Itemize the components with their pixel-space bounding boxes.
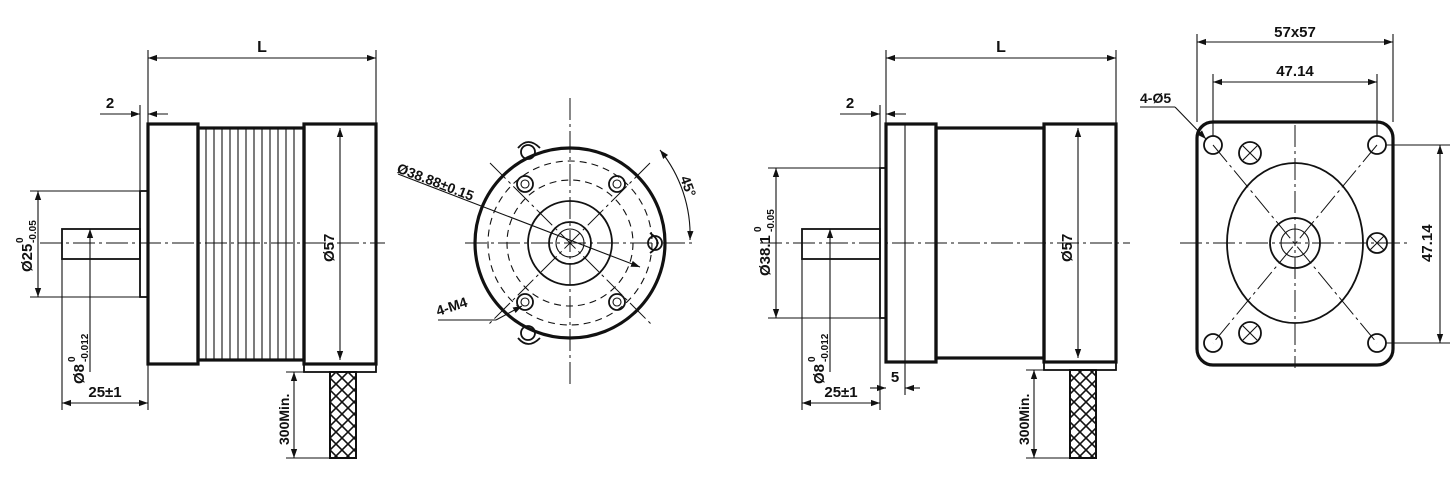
front-end-cap — [146, 122, 200, 366]
tapped-holes-label: 4-M4 — [434, 294, 469, 319]
cooling-fins — [205, 128, 295, 360]
flange-thickness-label: 2 — [106, 95, 114, 112]
svg-text:Ø25: Ø25 — [19, 244, 36, 272]
shaft-dia-text: Ø8 0 -0.012 — [807, 333, 831, 384]
side-view-2: L 2 Ø38.1 0 -0.05 Ø8 0 -0.012 25±1 5 — [753, 39, 1130, 459]
bolt-circle-label: Ø38.88±0.15 — [395, 160, 476, 204]
shaft-length-label: 25±1 — [88, 384, 121, 401]
svg-text:-0.012: -0.012 — [80, 333, 91, 362]
svg-text:0: 0 — [15, 237, 26, 243]
screw-heads — [1238, 141, 1388, 345]
hole-spacing-h-label: 47.14 — [1276, 63, 1314, 80]
pilot-outline — [1226, 162, 1364, 324]
svg-text:Ø8: Ø8 — [71, 364, 88, 384]
tapped-holes — [516, 175, 626, 311]
svg-text:0: 0 — [807, 356, 818, 362]
pilot-dia-text: Ø38.1 0 -0.05 — [753, 209, 777, 276]
svg-text:-0.05: -0.05 — [28, 220, 39, 243]
shaft-dia-text: Ø8 0 -0.012 — [67, 333, 91, 384]
lead-wire — [329, 371, 357, 459]
mounting-circle — [487, 160, 653, 326]
shaft — [61, 228, 141, 260]
pilot-height-label: 5 — [891, 369, 899, 386]
length-label: L — [257, 39, 267, 56]
svg-text:0: 0 — [753, 226, 764, 232]
body-dia-label: Ø57 — [1059, 234, 1076, 262]
side-view-1: L 2 Ø25 0 -0.05 Ø8 0 -0.012 25±1 Ø57 — [15, 39, 385, 459]
hole-spacing-v-label: 47.14 — [1419, 224, 1436, 262]
hole-angle-label: 45° — [677, 174, 699, 199]
svg-text:-0.05: -0.05 — [766, 209, 777, 232]
pilot-dia-text: Ø25 0 -0.05 — [15, 220, 39, 272]
lead-length-label: 300Min. — [276, 394, 292, 445]
svg-text:-0.012: -0.012 — [820, 333, 831, 362]
shaft-end — [1280, 228, 1310, 258]
pilot-outline — [527, 200, 613, 286]
angle-arc — [659, 149, 694, 241]
shaft — [801, 228, 881, 260]
through-screws — [517, 141, 663, 345]
svg-text:Ø38.1: Ø38.1 — [757, 235, 774, 276]
svg-text:Ø8: Ø8 — [811, 364, 828, 384]
front-view-2: 57x57 47.14 47.14 4-Ø5 — [1140, 24, 1450, 368]
svg-text:0: 0 — [67, 356, 78, 362]
front-view-1: Ø38.88±0.15 45° 4-M4 — [395, 98, 699, 385]
housing-outline — [473, 146, 667, 340]
lead-wire — [1069, 369, 1097, 459]
mount-holes-label: 4-Ø5 — [1140, 90, 1171, 106]
shaft-length-label: 25±1 — [824, 384, 857, 401]
body-dia-label: Ø57 — [321, 234, 338, 262]
bolt-circle — [506, 179, 634, 307]
length-label: L — [996, 39, 1006, 56]
bearing-ring — [1269, 217, 1321, 269]
square-flange — [1195, 120, 1395, 367]
flange-size-label: 57x57 — [1274, 24, 1316, 41]
bearing-ring — [548, 221, 592, 265]
flange-thickness-label: 2 — [846, 95, 854, 112]
lead-length-label: 300Min. — [1016, 394, 1032, 445]
shaft-end — [555, 228, 585, 258]
